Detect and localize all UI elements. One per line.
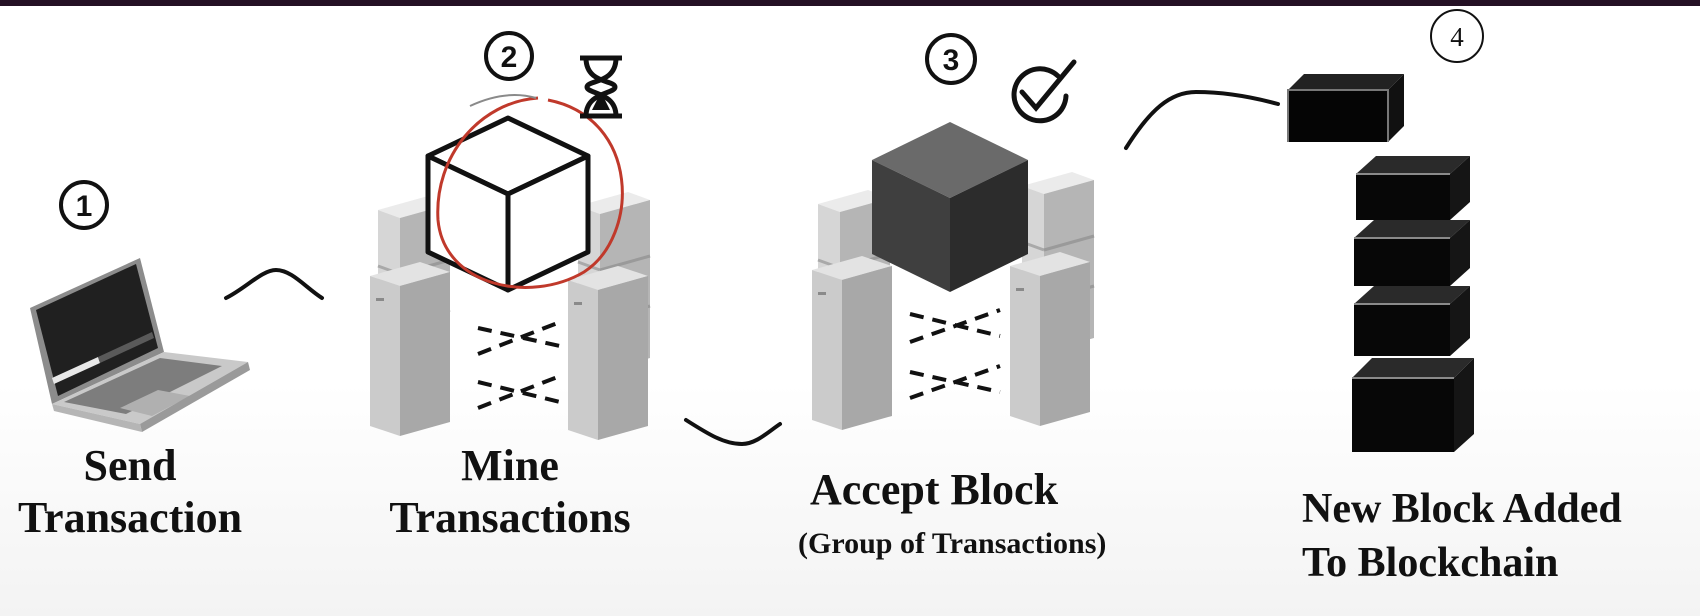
block-icon [425, 115, 591, 293]
step-1-label: Send Transaction [0, 440, 260, 544]
blockchain-stack [1352, 156, 1474, 452]
pen-circle [436, 96, 624, 289]
step-2-label-line1: Mine [461, 441, 559, 490]
step-number: 4 [1450, 22, 1464, 52]
step-badge-4: 4 [1430, 9, 1484, 63]
connector-1-2 [224, 267, 324, 300]
connection-lines [477, 320, 561, 410]
step-4-label-line1: New Block Added [1302, 486, 1622, 532]
step-3-label-line2: (Group of Transactions) [798, 527, 1107, 560]
step-number: 2 [501, 41, 518, 74]
laptop-icon [30, 258, 250, 432]
block-icon [1287, 74, 1404, 142]
check-circle-icon [1011, 59, 1077, 124]
diagram-art: 1 2 3 4 [30, 9, 1484, 452]
step-1-label-line2: Transaction [17, 493, 243, 542]
block-icon [872, 122, 1028, 292]
step-badge-3: 3 [925, 33, 977, 85]
step-4-label-line2: To Blockchain [1302, 540, 1559, 586]
blockchain-diagram: 1 2 3 4 Send Transaction Mine Transactio… [0, 6, 1700, 616]
step-1-label-line1: Send [83, 441, 177, 490]
connector-2-3 [684, 418, 782, 447]
step-number: 3 [943, 44, 960, 77]
step-2-label: Mine Transactions [350, 440, 670, 544]
connector-strokes [224, 89, 1280, 447]
step-2-label-line2: Transactions [389, 493, 631, 542]
step-4-label: New Block Added To Blockchain [1302, 482, 1700, 590]
step-badge-1: 1 [59, 180, 109, 230]
connector-3-4 [1124, 89, 1280, 150]
step-number: 1 [76, 190, 93, 223]
step-badge-2: 2 [484, 31, 534, 81]
step-3-label: Accept Block (Group of Transactions) [798, 464, 1278, 564]
step-3-label-line1: Accept Block [810, 465, 1059, 514]
connection-lines [909, 308, 1001, 400]
hourglass-icon [580, 55, 622, 119]
